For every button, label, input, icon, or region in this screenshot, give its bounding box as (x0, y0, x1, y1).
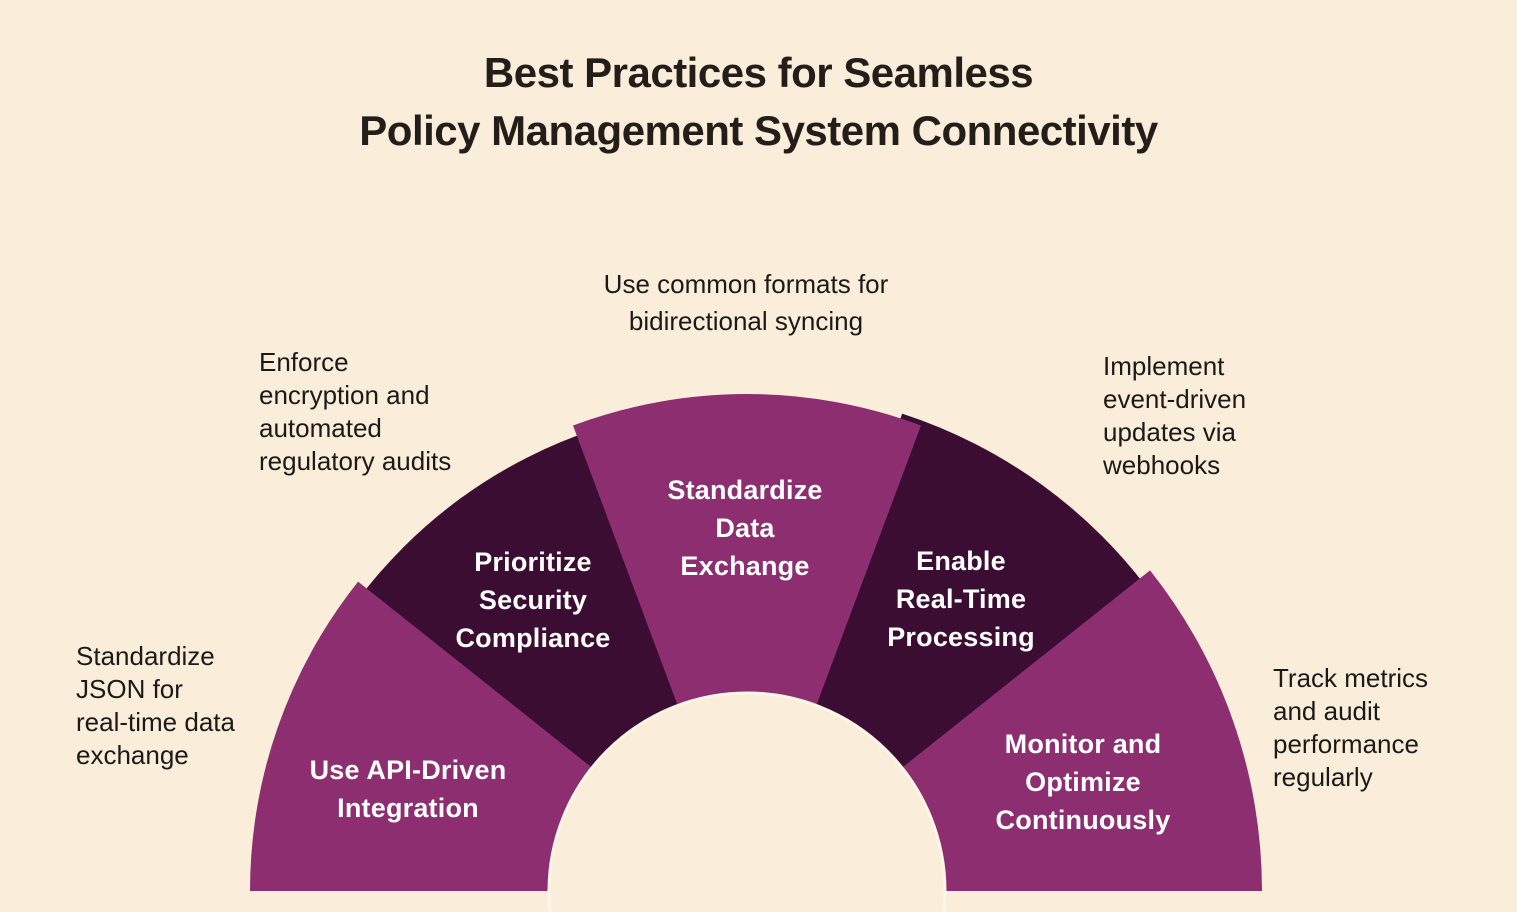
segment-label-monitor-and-optimize-continuously: Monitor and Optimize Continuously (995, 729, 1171, 835)
segment-wedge-enable-real-time-processing (808, 413, 1154, 775)
segment-label-prioritize-security-compliance: Prioritize Security Compliance (455, 547, 611, 653)
segment-label-standardize-data-exchange: Standardize Data Exchange (667, 475, 823, 581)
annotation-prioritize-security-compliance: Enforce encryption and automated regulat… (259, 347, 452, 476)
segment-label-enable-real-time-processing: Enable Real-Time Processing (887, 546, 1035, 652)
segment-wedge-monitor-and-optimize-continuously (902, 570, 1262, 891)
segment-label-use-api-driven-integration: Use API-Driven Integration (309, 755, 507, 823)
annotation-monitor-and-optimize-continuously: Track metrics and audit performance regu… (1273, 663, 1429, 792)
annotation-use-api-driven-integration: Standardize JSON for real-time data exch… (76, 641, 235, 770)
inner-circle (547, 691, 947, 912)
segment-wedge-use-api-driven-integration (250, 581, 592, 891)
segment-wedge-standardize-data-exchange (573, 394, 921, 706)
annotation-enable-real-time-processing: Implement event-driven updates via webho… (1103, 351, 1247, 480)
page-title: Best Practices for Seamless Policy Manag… (359, 49, 1158, 154)
annotation-standardize-data-exchange: Use common formats for bidirectional syn… (603, 269, 889, 336)
segment-wedge-prioritize-security-compliance (353, 428, 686, 775)
